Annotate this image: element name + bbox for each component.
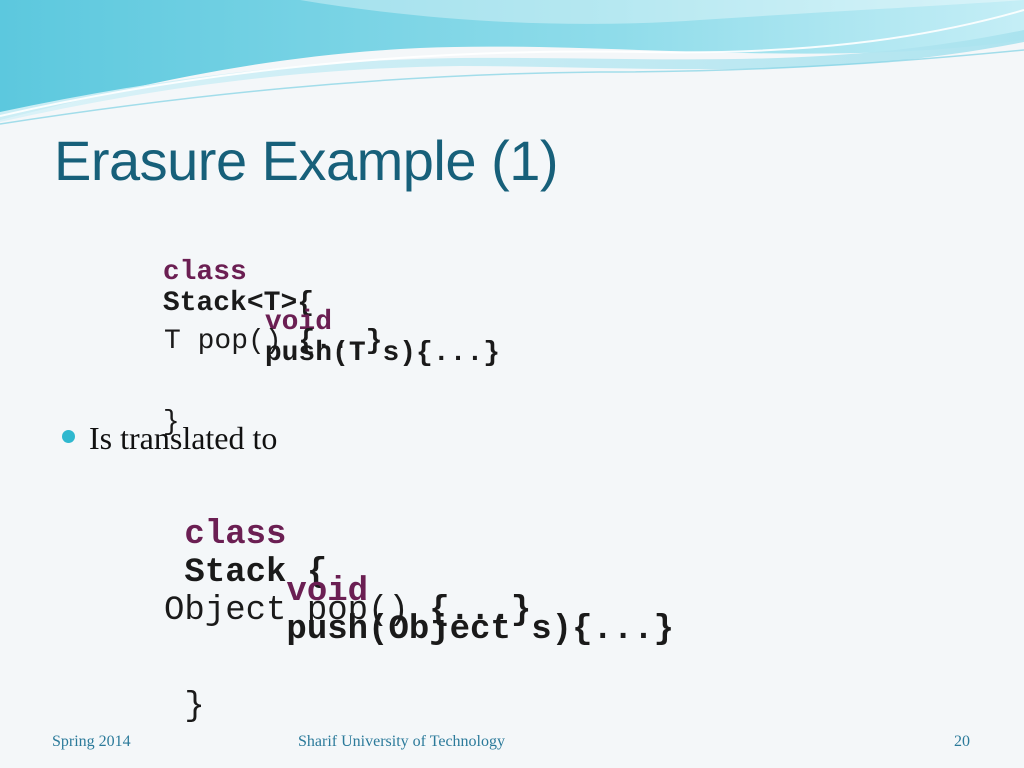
code-text: push(Object s){...} (286, 611, 675, 649)
code-text: push(T s){...} (264, 338, 501, 369)
footer-date: Spring 2014 (52, 733, 131, 750)
code-line: class Stack { (62, 478, 327, 630)
code-line: void push(Object s){...} (164, 535, 674, 687)
code-keyword: void (286, 573, 369, 611)
bullet-item: Is translated to (62, 420, 277, 457)
code-text: {...} (298, 326, 383, 357)
code-line: class Stack<T>{ (62, 226, 314, 350)
code-text: } (184, 688, 205, 726)
code-keyword: class (184, 516, 287, 554)
code-text: Stack { (184, 554, 328, 592)
code-text: T pop() (164, 326, 299, 357)
code-line: } (62, 650, 205, 764)
code-text: {...} (429, 592, 532, 630)
code-text: Stack<T>{ (162, 288, 315, 319)
code-keyword: void (264, 307, 333, 338)
footer-page-number: 20 (954, 733, 970, 750)
bullet-text: Is translated to (89, 420, 278, 456)
footer-institution: Sharif University of Technology (298, 733, 505, 750)
header-wave-decoration (0, 0, 1024, 125)
code-line: } (62, 376, 180, 469)
code-line: Object pop() {...} (164, 592, 531, 630)
code-keyword: class (162, 257, 247, 288)
code-line: void push(T s){...} (164, 276, 500, 400)
slide-title: Erasure Example (1) (54, 129, 559, 192)
code-text: } (162, 407, 180, 438)
code-line: T pop() {...} (164, 326, 382, 357)
bullet-icon (62, 430, 75, 443)
code-text: Object pop() (164, 592, 430, 630)
